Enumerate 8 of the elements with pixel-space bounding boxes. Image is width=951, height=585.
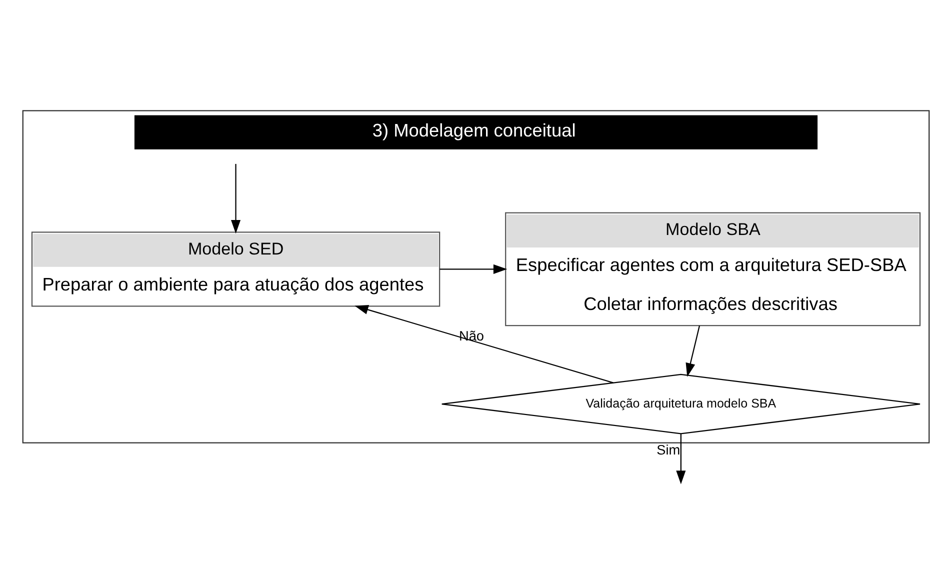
node-diamond: Validação arquitetura modelo SBA: [440, 374, 920, 434]
arrow: [354, 305, 613, 384]
edge-label: Não: [458, 328, 484, 344]
arrow: [439, 264, 507, 274]
arrow: [685, 326, 700, 377]
arrow: [676, 434, 686, 484]
arrow: [230, 164, 240, 234]
edge-label: Sim: [656, 442, 680, 458]
